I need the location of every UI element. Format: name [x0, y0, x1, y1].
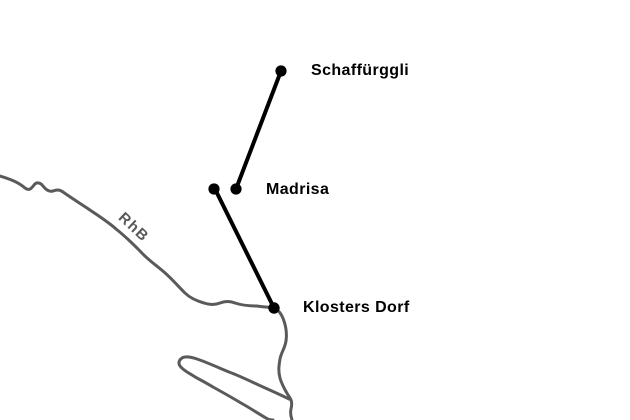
station-dot-madrisa-left	[208, 183, 220, 195]
station-label-klosters-dorf: Klosters Dorf	[303, 299, 410, 316]
station-dot-schaffurggli	[275, 65, 287, 77]
station-label-schaffurggli: Schaffürggli	[311, 62, 409, 79]
rhb-railway-line	[0, 174, 294, 420]
station-label-madrisa: Madrisa	[266, 181, 329, 198]
station-dot-madrisa-right	[230, 183, 242, 195]
lift-line-klosters-madrisa	[213, 187, 276, 310]
lift-line-madrisa-schaffurggli	[234, 69, 283, 191]
branch-line	[177, 355, 291, 420]
railway-label: RhB	[115, 209, 152, 246]
station-dot-klosters-dorf	[268, 302, 280, 314]
